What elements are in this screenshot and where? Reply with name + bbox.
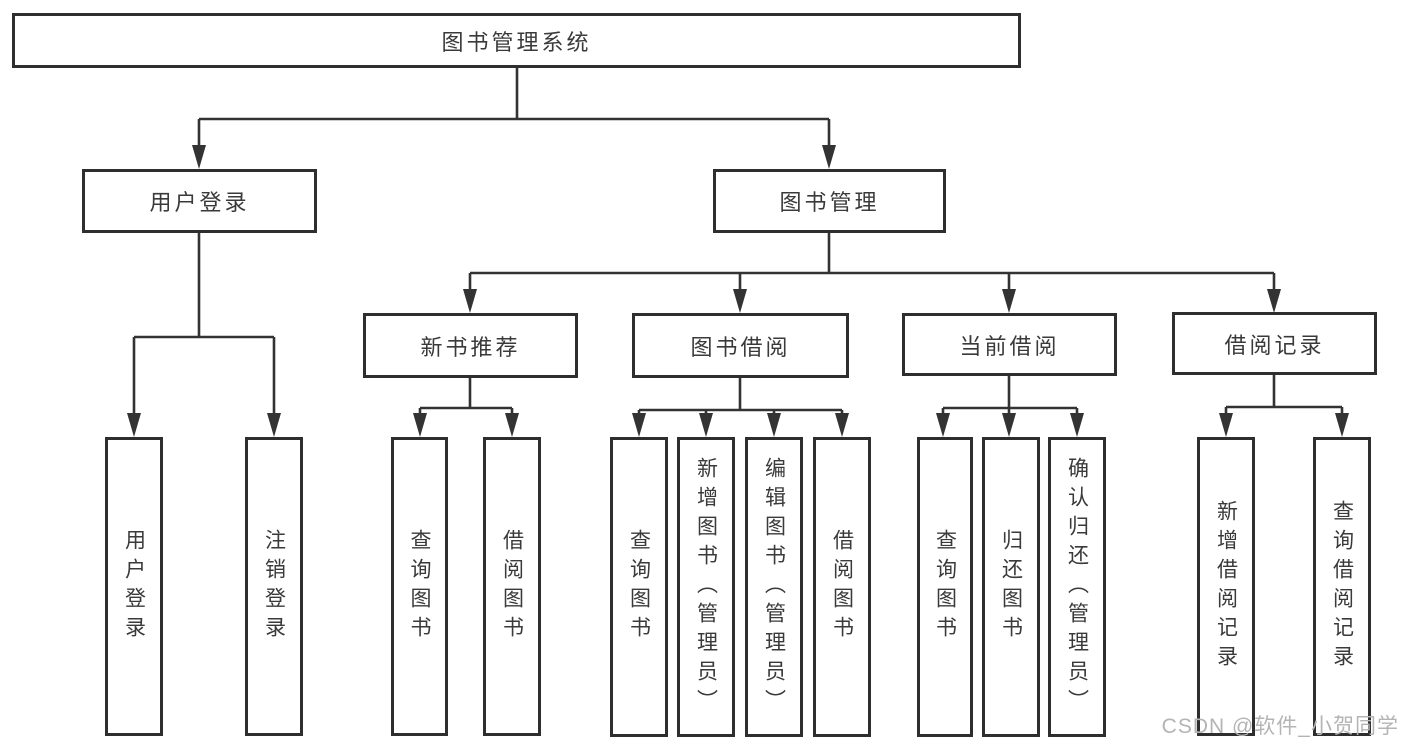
leaf-query-books-current-label: 查询图书 — [933, 529, 957, 645]
arrowhead-icon — [936, 413, 950, 437]
arrowhead-icon — [267, 413, 281, 437]
arrowhead-icon — [1335, 413, 1349, 437]
arrowheads — [127, 145, 1349, 437]
node-book-borrow-label: 图书借阅 — [690, 334, 791, 360]
connector-current-borrow-branch — [941, 376, 1079, 418]
arrowhead-icon — [1002, 413, 1016, 437]
arrowhead-icon — [632, 413, 646, 437]
connector-user-login-branch — [132, 233, 276, 416]
node-borrow-records: 借阅记录 — [1172, 312, 1377, 375]
leaf-query-borrow-record: 查询借阅记录 — [1313, 437, 1371, 736]
node-user-login-label: 用户登录 — [149, 190, 250, 215]
node-book-management: 图书管理 — [713, 169, 946, 233]
arrowhead-icon — [463, 289, 477, 313]
node-library-system: 图书管理系统 — [12, 13, 1021, 68]
arrowhead-icon — [1219, 413, 1233, 437]
node-book-borrow: 图书借阅 — [632, 313, 849, 378]
arrowhead-icon — [413, 413, 427, 437]
arrowhead-icon — [505, 413, 519, 437]
leaf-user-login-label: 用户登录 — [122, 528, 146, 645]
node-library-system-label: 图书管理系统 — [441, 29, 592, 55]
leaf-borrow-books-recommend-label: 借阅图书 — [500, 528, 524, 645]
leaf-add-book-admin-label: 新增图书（管理员） — [694, 456, 718, 718]
leaf-query-books-current: 查询图书 — [917, 437, 973, 737]
leaf-add-borrow-record-label: 新增借阅记录 — [1214, 499, 1238, 674]
arrowhead-icon — [127, 413, 141, 437]
arrowhead-icon — [835, 413, 849, 437]
arrowhead-icon — [1070, 413, 1084, 437]
leaf-query-books-borrow: 查询图书 — [610, 437, 668, 737]
leaf-borrow-books: 借阅图书 — [813, 437, 871, 737]
connector-new-book-recommend-branch — [418, 378, 514, 418]
leaf-borrow-books-label: 借阅图书 — [830, 529, 854, 645]
leaf-query-borrow-record-label: 查询借阅记录 — [1330, 499, 1354, 674]
node-book-management-label: 图书管理 — [779, 190, 880, 215]
connector-borrow-records-branch — [1224, 375, 1344, 418]
node-new-book-recommend: 新书推荐 — [363, 313, 578, 378]
leaf-edit-book-admin-label: 编辑图书（管理员） — [762, 456, 786, 718]
leaf-confirm-return-admin-label: 确认归还（管理员） — [1065, 456, 1089, 718]
node-current-borrow-label: 当前借阅 — [959, 333, 1060, 359]
connector-book-borrow-branch — [637, 378, 844, 418]
arrowhead-icon — [699, 413, 713, 437]
leaf-add-borrow-record: 新增借阅记录 — [1197, 437, 1255, 736]
arrowhead-icon — [767, 413, 781, 437]
node-user-login: 用户登录 — [82, 169, 317, 233]
leaf-logout-label: 注销登录 — [262, 528, 286, 645]
leaf-user-login: 用户登录 — [105, 437, 163, 736]
leaf-confirm-return-admin: 确认归还（管理员） — [1048, 437, 1106, 737]
watermark: CSDN @软件_小贺同学 — [1161, 715, 1399, 738]
leaf-borrow-books-recommend: 借阅图书 — [483, 437, 541, 736]
arrowhead-icon — [1267, 289, 1281, 313]
connector-book-management-branch — [468, 233, 1276, 292]
arrowhead-icon — [822, 145, 836, 169]
leaf-logout: 注销登录 — [245, 437, 303, 736]
leaf-edit-book-admin: 编辑图书（管理员） — [745, 437, 803, 737]
node-new-book-recommend-label: 新书推荐 — [420, 334, 521, 360]
connector-root-to-level2 — [197, 68, 831, 148]
arrowhead-icon — [733, 289, 747, 313]
leaf-return-book: 归还图书 — [982, 437, 1040, 737]
leaf-query-books-recommend-label: 查询图书 — [408, 528, 431, 645]
leaf-return-book-label: 归还图书 — [999, 529, 1023, 645]
node-current-borrow: 当前借阅 — [902, 313, 1117, 376]
node-borrow-records-label: 借阅记录 — [1224, 332, 1325, 358]
arrowhead-icon — [1002, 289, 1016, 313]
leaf-query-books-recommend: 查询图书 — [391, 437, 448, 736]
leaf-query-books-borrow-label: 查询图书 — [627, 529, 651, 645]
leaf-add-book-admin: 新增图书（管理员） — [677, 437, 735, 737]
arrowhead-icon — [192, 145, 206, 169]
